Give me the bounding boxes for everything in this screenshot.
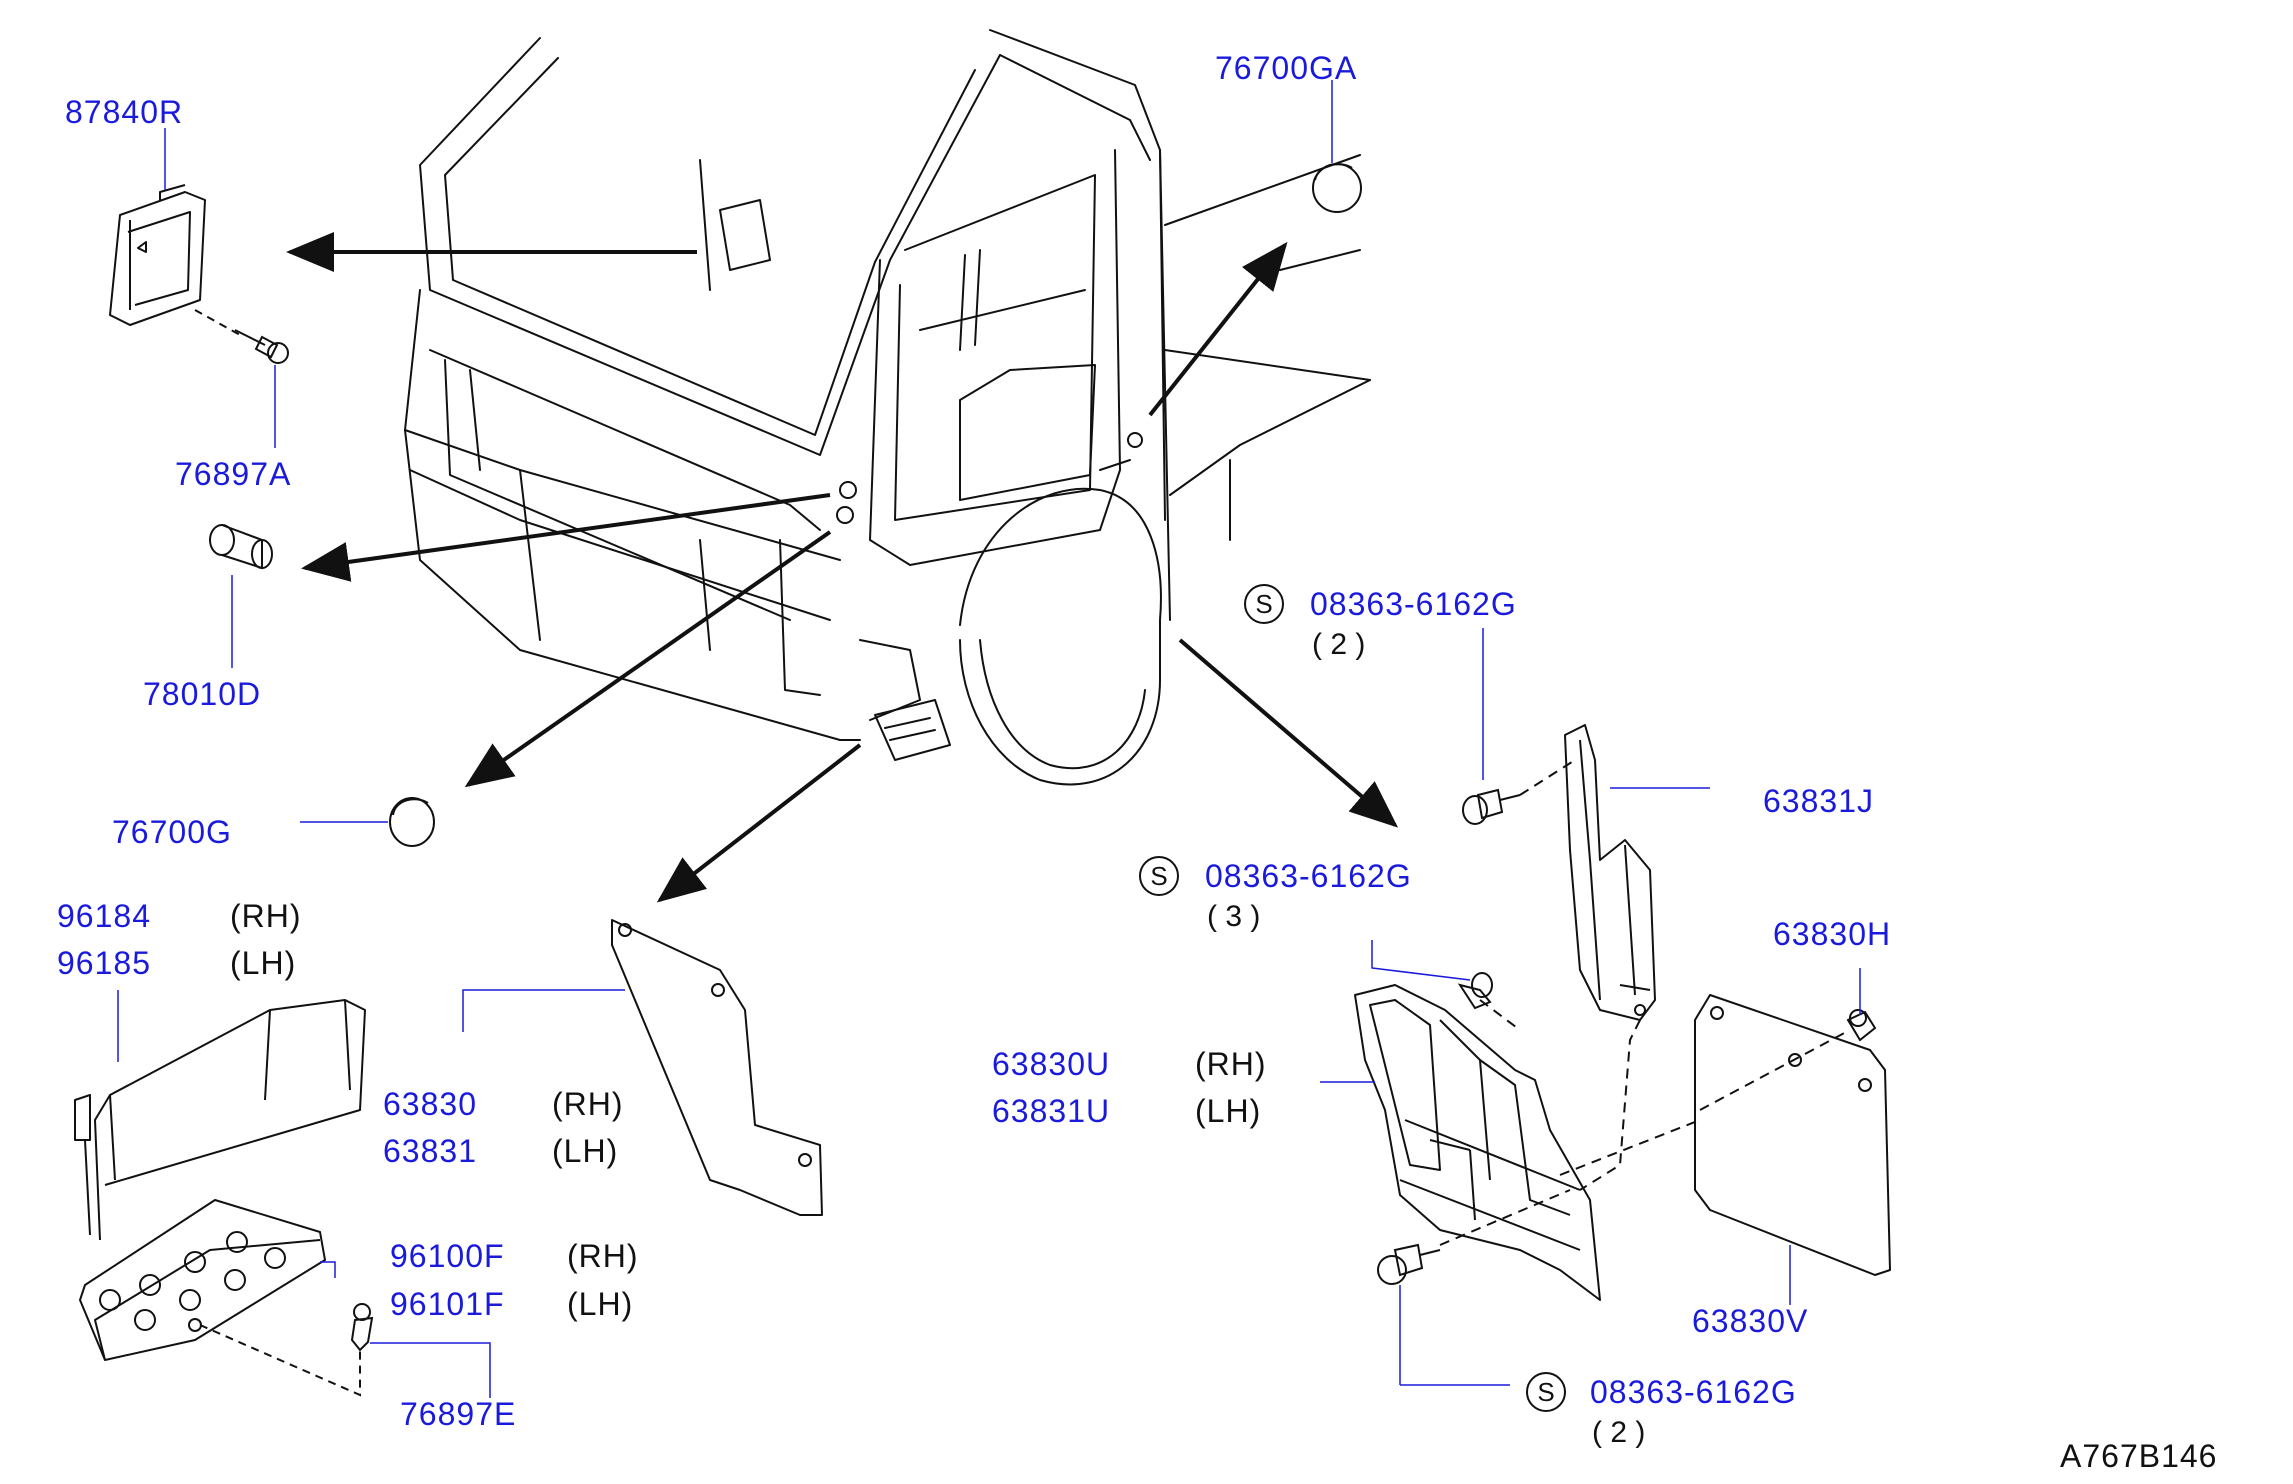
side-rh-63830: (RH) [552,1086,624,1122]
quantity-middle-bolt: ( 3 ) [1207,900,1261,933]
callout-arrows [286,232,1399,903]
quantity-lower-bolt: ( 2 ) [1592,1416,1646,1449]
illustration-code: A767B146 [2060,1438,2218,1474]
part-number-96100F[interactable]: 96100F [390,1238,505,1274]
part-76700GA-plug [1312,163,1362,213]
part-number-08363-6162G-lower[interactable]: 08363-6162G [1590,1374,1797,1410]
leader-lines [117,80,1861,1398]
part-63830V-mud-flap [1694,994,1891,1276]
part-number-08363-6162G-upper[interactable]: 08363-6162G [1310,586,1517,622]
side-rh-63830U: (RH) [1195,1046,1267,1082]
part-number-78010D[interactable]: 78010D [143,676,262,712]
part-number-76897A[interactable]: 76897A [175,456,292,492]
part-78010D-bushing [209,524,273,570]
side-lh-96101F: (LH) [567,1286,634,1322]
part-96184-step-bracket [74,999,366,1241]
part-number-63830U[interactable]: 63830U [992,1046,1111,1082]
part-number-63831J[interactable]: 63831J [1763,783,1874,819]
side-lh-96185: (LH) [230,945,297,981]
part-number-76700G[interactable]: 76700G [112,814,232,850]
part-number-96185[interactable]: 96185 [57,945,151,981]
assembly-dashed-lines [1439,759,1851,1246]
part-76897A-screw [194,309,289,364]
side-rh-96184: (RH) [230,898,302,934]
part-number-63830[interactable]: 63830 [383,1086,477,1122]
part-08363-bolts [1377,788,1521,1285]
part-number-96184[interactable]: 96184 [57,898,151,934]
part-63830U-bracket-assembly [1354,984,1601,1301]
part-76897E-clip [199,1303,374,1397]
truck-cab-illustration [404,29,1371,786]
part-number-63830H[interactable]: 63830H [1773,916,1892,952]
part-number-96101F[interactable]: 96101F [390,1286,505,1322]
part-number-08363-6162G-middle[interactable]: 08363-6162G [1205,858,1412,894]
part-63830H-clip [1846,1009,1877,1042]
part-number-76897E[interactable]: 76897E [400,1396,517,1432]
standard-part-mark: S [1526,1372,1566,1412]
side-lh-63831U: (LH) [1195,1093,1262,1129]
part-87840R-cover [109,184,206,326]
part-63830-mud-flap [611,919,823,1216]
part-number-76700GA[interactable]: 76700GA [1215,50,1358,86]
standard-part-mark: S [1139,856,1179,896]
part-number-63831U[interactable]: 63831U [992,1093,1111,1129]
part-63831J-bracket [1564,724,1656,1021]
part-number-63830V[interactable]: 63830V [1692,1303,1809,1339]
side-rh-96100F: (RH) [567,1238,639,1274]
part-number-87840R[interactable]: 87840R [65,94,184,130]
part-96100F-step-plate [79,1199,326,1361]
part-number-63831[interactable]: 63831 [383,1133,477,1169]
quantity-upper-bolt: ( 2 ) [1312,628,1366,661]
side-lh-63831: (LH) [552,1133,619,1169]
part-76700G-plug [389,797,435,847]
standard-part-mark: S [1244,584,1284,624]
